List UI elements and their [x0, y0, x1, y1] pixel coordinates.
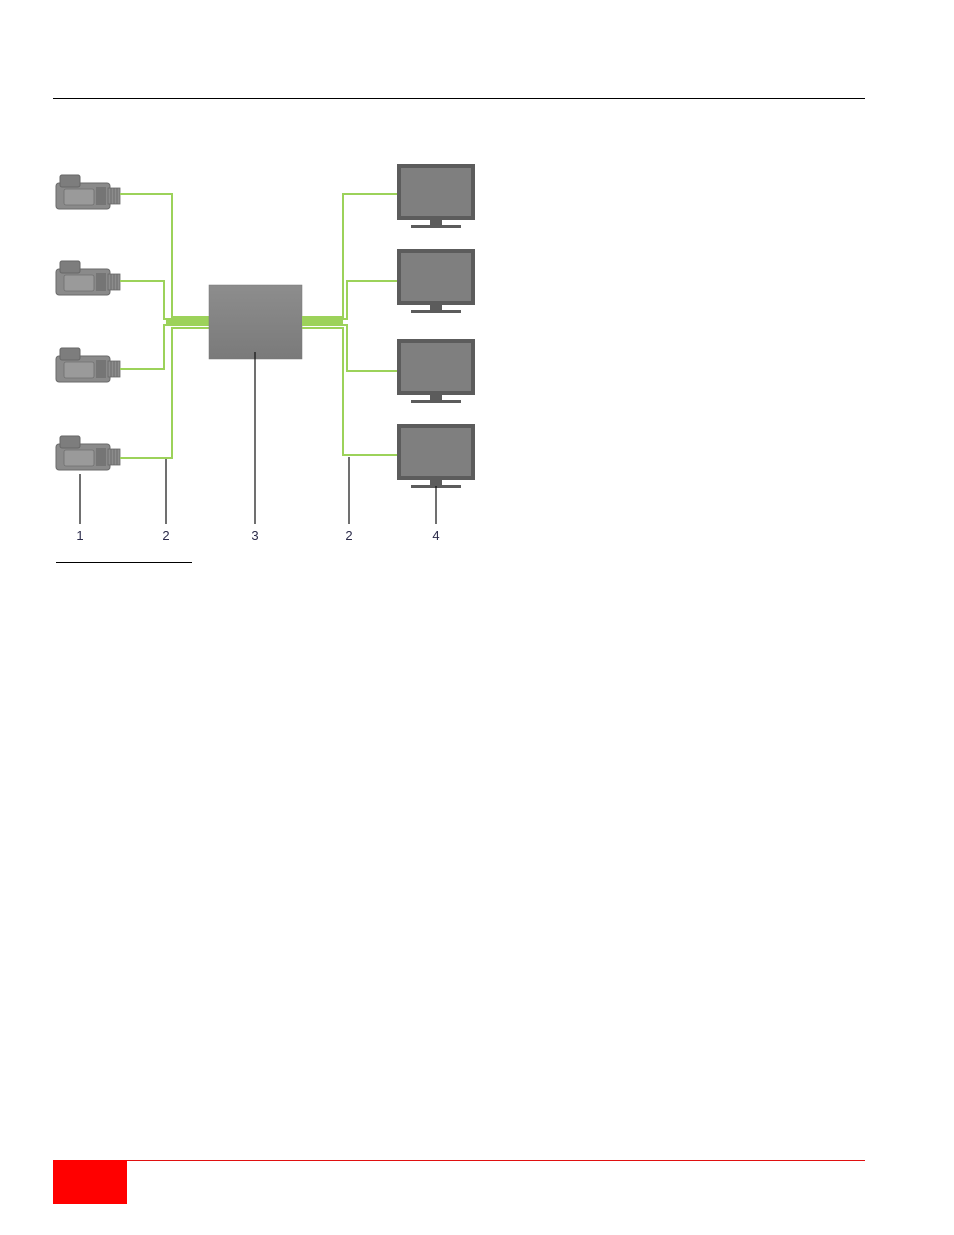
- camera-icon-4: [56, 436, 120, 470]
- callout-label-2-left: 2: [162, 528, 169, 543]
- camera-icon-2: [56, 261, 120, 295]
- callout-label-3: 3: [251, 528, 258, 543]
- switch-box-icon: [209, 285, 302, 359]
- cable-bundle-left: [120, 194, 209, 458]
- monitor-icon-2: [397, 249, 475, 313]
- monitor-icon-3: [397, 339, 475, 403]
- camera-icon-1: [56, 175, 120, 209]
- monitor-icon-1: [397, 164, 475, 228]
- callout-label-1: 1: [76, 528, 83, 543]
- av-connection-diagram: 1 2 3 2 4: [0, 0, 954, 600]
- cable-bundle-right: [302, 194, 398, 455]
- footer-rule: [53, 1160, 865, 1161]
- monitor-icon-4: [397, 424, 475, 488]
- callout-leaders: [80, 352, 436, 524]
- footer-accent-block: [53, 1160, 127, 1204]
- caption-rule: [56, 562, 192, 563]
- callout-label-2-right: 2: [345, 528, 352, 543]
- camera-icon-3: [56, 348, 120, 382]
- callout-label-4: 4: [432, 528, 439, 543]
